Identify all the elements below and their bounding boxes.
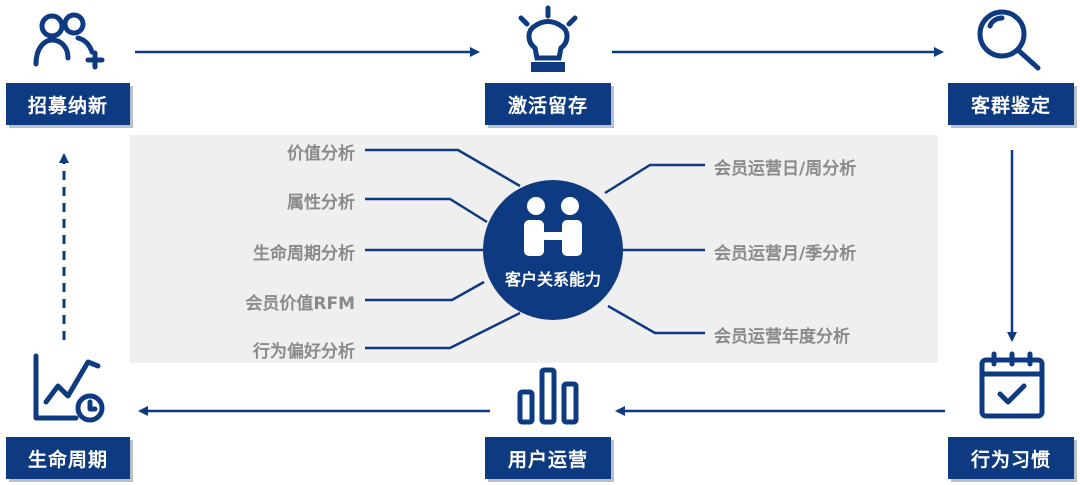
stage-habit-label: 行为习惯 (970, 448, 1051, 471)
stage-activate: 激活留存 (485, 83, 611, 125)
stage-recruit-label: 招募纳新 (27, 94, 108, 117)
handshake-icon (524, 197, 582, 256)
connector-weekly (604, 163, 705, 195)
stage-lifecycle-label: 生命周期 (27, 448, 108, 471)
connector-rfm (365, 280, 485, 302)
bar-chart-icon (517, 367, 579, 425)
calendar-check-icon (979, 351, 1045, 419)
stage-activate-label: 激活留存 (507, 94, 588, 117)
analysis-label-quarterly: 会员运营月/季分析 (714, 244, 857, 264)
stage-operation: 用户运营 (485, 437, 611, 479)
connector-preference (365, 311, 521, 350)
center-circle (483, 180, 623, 320)
lightbulb-icon (518, 5, 578, 72)
analysis-label-rfm: 会员价值RFM (245, 294, 355, 314)
stage-identify-label: 客群鉴定 (970, 94, 1051, 117)
analysis-label-yearly: 会员运营年度分析 (714, 327, 850, 347)
stage-recruit: 招募纳新 (6, 83, 130, 125)
magnifier-icon (977, 9, 1041, 71)
analysis-label-value: 价值分析 (287, 144, 355, 164)
analysis-label-weekly: 会员运营日/周分析 (714, 159, 857, 179)
analysis-label-preference: 行为偏好分析 (253, 342, 355, 362)
connector-yearly (607, 304, 705, 335)
stage-habit: 行为习惯 (948, 437, 1074, 479)
connector-value (365, 148, 521, 188)
center-label: 客户关系能力 (504, 270, 601, 289)
stage-lifecycle: 生命周期 (6, 437, 130, 479)
add-user-icon (33, 12, 105, 70)
stage-operation-label: 用户运营 (507, 448, 588, 471)
growth-chart-clock-icon (33, 353, 105, 423)
analysis-label-lifecycle: 生命周期分析 (253, 244, 355, 264)
stage-identify: 客群鉴定 (948, 83, 1074, 125)
analysis-label-attribute: 属性分析 (287, 193, 355, 213)
connector-attribute (365, 197, 488, 224)
